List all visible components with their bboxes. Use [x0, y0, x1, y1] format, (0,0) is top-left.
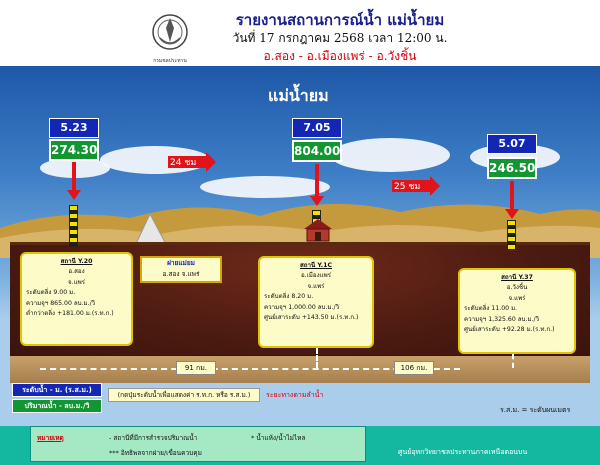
- station-capacity: ความจุฯ 1,325.60 ลบ.ม./วิ: [464, 315, 540, 323]
- logo-caption: กรมชลประทาน: [153, 58, 187, 64]
- station-y1c-level[interactable]: 7.05: [292, 118, 342, 138]
- river-scene: แม่น้ำยม 5.23 274.30 7.05 804.00 5.07 24…: [0, 66, 600, 426]
- level-toggle-note: (กดปุ่มระดับน้ำเพื่อแสดงค่า ร.ท.ก. หรือ …: [108, 388, 260, 402]
- travel-time-arrow-1: 24 ชม: [168, 152, 216, 172]
- station-y37-level[interactable]: 5.07: [487, 134, 537, 154]
- station-amphoe: อ.วังชิ้น: [506, 284, 528, 292]
- station-capacity: ความจุฯ 865.00 ลบ.ม./วิ: [26, 299, 96, 307]
- legend-flow-button[interactable]: ปริมาณน้ำ - ลบ.ม./วิ: [12, 399, 102, 413]
- legend-level-button[interactable]: ระดับน้ำ - ม. (ร.ส.ม.): [12, 383, 102, 397]
- station-province: จ.แพร่: [68, 278, 85, 286]
- department-seal-icon: [152, 14, 188, 50]
- footer-credit: ศูนย์อุทกวิทยาชลประทานภาคเหนือตอนบน: [398, 448, 528, 456]
- station-y20-flow[interactable]: 274.30: [49, 139, 99, 161]
- station-capacity: ความจุฯ 1,000.00 ลบ.ม./วิ: [264, 303, 340, 311]
- station-info-y20: สถานี Y.20 อ.สอง จ.แพร่ ระดับตลิ่ง 9.00 …: [20, 252, 133, 346]
- connector-y37: [512, 354, 514, 368]
- station-province: จ.แพร่: [307, 282, 325, 290]
- travel-time-1: 24 ชม: [170, 158, 197, 168]
- station-datum: ศูนย์เสาระดับ +92.28 ม.(ร.ท.ก.): [464, 326, 555, 334]
- station-y37-gauge: [507, 220, 516, 250]
- station-bank-level: ระดับตลิ่ง 9.00 ม.: [26, 289, 76, 297]
- dam-label: ฝายแม่ยม อ.สอง จ.แพร่: [140, 256, 222, 283]
- station-province: จ.แพร่: [508, 294, 526, 302]
- distance-marker-106: 106 กม.: [394, 361, 434, 375]
- river-path-line: [40, 368, 460, 370]
- page-title: รายงานสถานการณ์น้ำ แม่น้ำยม: [235, 11, 445, 29]
- station-amphoe: อ.เมืองแพร่: [300, 272, 331, 280]
- report-header: กรมชลประทาน รายงานสถานการณ์น้ำ แม่น้ำยม …: [0, 0, 600, 66]
- note-survey-station: - สถานีที่มีการสำรวจปริมาณน้ำ: [109, 434, 198, 442]
- station-info-y1c: สถานี Y.1C อ.เมืองแพร่ จ.แพร่ ระดับตลิ่ง…: [258, 256, 374, 348]
- station-name: สถานี Y.37: [501, 274, 533, 281]
- station-bank-level: ระดับตลิ่ง 8.20 ม.: [264, 293, 314, 301]
- gauge-house-icon: [304, 219, 332, 242]
- station-y37-flow[interactable]: 246.50: [487, 157, 537, 179]
- notes-label: หมายเหตุ: [37, 434, 64, 442]
- report-location: อ.สอง - อ.เมืองแพร่ - อ.วังชิ้น: [263, 49, 417, 63]
- station-y20-level[interactable]: 5.23: [49, 118, 99, 138]
- station-name: สถานี Y.20: [60, 258, 93, 265]
- notes-panel: หมายเหตุ - สถานีที่มีการสำรวจปริมาณน้ำ *…: [30, 426, 366, 462]
- station-datum: ศูนย์เสาระดับ +143.50 ม.(ร.ท.ก.): [264, 314, 359, 322]
- river-name: แม่น้ำยม: [268, 86, 329, 105]
- note-dry-river: * น้ำแห้ง/น้ำไม่ไหล: [251, 434, 306, 442]
- travel-time-arrow-2: 25 ชม: [392, 176, 440, 196]
- travel-time-2: 25 ชม: [394, 182, 421, 192]
- station-y20-arrow-icon: [67, 162, 81, 200]
- station-y37-arrow-icon: [505, 181, 519, 219]
- station-datum: ต่ำกว่าตลิ่ง +181.00 ม.(ร.ท.ก.): [26, 310, 114, 318]
- station-y20-gauge: [69, 205, 78, 247]
- station-y1c-arrow-icon: [310, 164, 324, 206]
- station-info-y37: สถานี Y.37 อ.วังชิ้น จ.แพร่ ระดับตลิ่ง 1…: [458, 268, 576, 354]
- distance-along-river: ระยะทางตามลำน้ำ: [266, 391, 324, 399]
- rsm-definition: ร.ส.ม. = ระดับผนเมตร: [500, 406, 571, 414]
- cloud: [330, 138, 450, 172]
- connector-y1c: [316, 348, 318, 368]
- dam-location: อ.สอง จ.แพร่: [162, 269, 200, 278]
- note-dam-influence: *** อิทธิพลจากฝาย/เขื่อนควบคุม: [109, 449, 202, 457]
- station-bank-level: ระดับตลิ่ง 11.00 ม.: [464, 305, 518, 313]
- station-amphoe: อ.สอง: [68, 268, 85, 276]
- station-name: สถานี Y.1C: [299, 262, 333, 269]
- report-date: วันที่ 17 กรกฎาคม 2568 เวลา 12:00 น.: [232, 31, 448, 45]
- cloud: [200, 176, 330, 198]
- distance-marker-91: 91 กม.: [176, 361, 216, 375]
- station-y1c-flow[interactable]: 804.00: [292, 140, 342, 162]
- dam-name: ฝายแม่ยม: [167, 259, 195, 267]
